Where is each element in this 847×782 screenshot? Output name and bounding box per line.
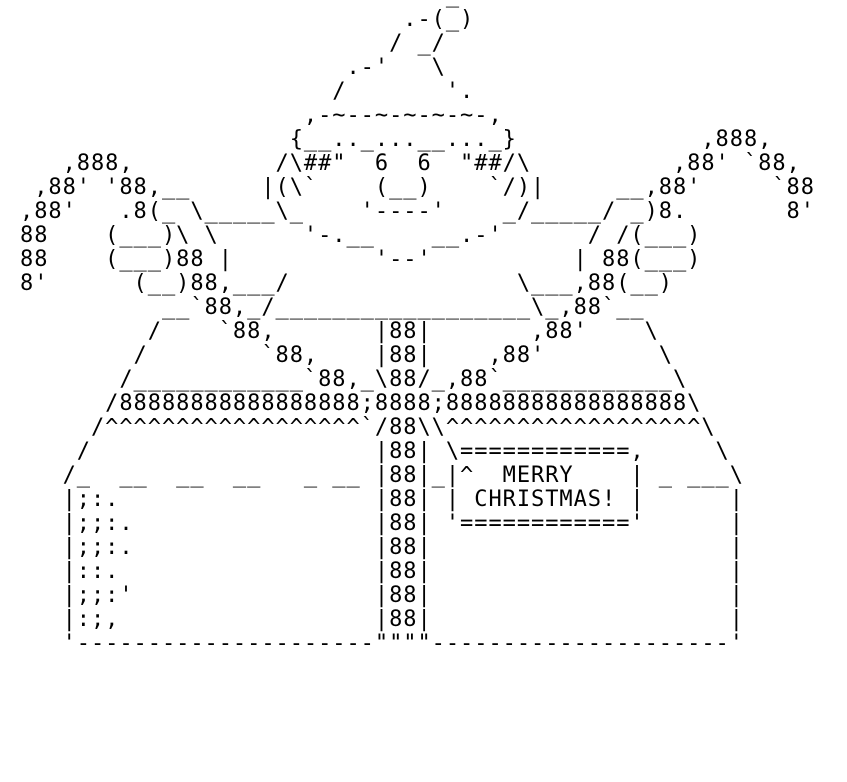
- art-line-roof-fringe: /^^^^^^^^^^^^^^^^^^`/88\\^^^^^^^^^^^^^^^…: [20, 415, 716, 440]
- art-line-sign-bottom: |;;:. |88| '============' |: [20, 511, 744, 536]
- art-line-wall: |:;, |88| |: [20, 607, 744, 632]
- art-line-sign-christmas: |;:. |88| | CHRISTMAS! | |: [20, 487, 744, 512]
- art-line-wall: |;;:. |88| |: [20, 535, 744, 560]
- art-line-hat: / _/: [20, 31, 446, 56]
- art-line-roof-band: /88888888888888888;8888;8888888888888888…: [20, 391, 702, 416]
- art-line-beard: 88 (___)88 | '--' | 88(___): [20, 247, 702, 272]
- art-line-hat-pompom: _: [20, 0, 815, 8]
- art-line-hat-pompom: .-(_): [20, 7, 475, 32]
- art-line-base: '---------------------""""--------------…: [20, 631, 744, 656]
- art-line-hat-brim: ,-~--~-~-~-~-,: [20, 103, 503, 128]
- art-line-mouth-arms: ,88' .8(_ \_____\_ '----' _/_____/ _)8. …: [20, 199, 815, 224]
- art-line-beard: 88 (___)\ \ '-.__ __.-' / /(___): [20, 223, 702, 248]
- art-line-hat-trim: {__.._...__..._} ,888,: [20, 127, 773, 152]
- art-line-wall: |;;:' |88| |: [20, 583, 744, 608]
- art-line-wall: |::. |88| |: [20, 559, 744, 584]
- art-line-eyes: ,888, /\##" 6 6 "##/\ ,88' `88,: [20, 151, 801, 176]
- art-line-sign-top: / |88| \============, \: [20, 439, 730, 464]
- art-line-hat: .-' \: [20, 55, 446, 80]
- art-line-hat: / '.: [20, 79, 475, 104]
- art-line-nose: ,88' '88,__ |(\` (__) `/)| __,88' `88: [20, 175, 815, 200]
- art-line-roof: / `88, |88| ,88' \: [20, 319, 659, 344]
- santa-ascii-art: _ .-(_) / _/ .-' \ / '. ,-~--~-~-~-~-, {…: [20, 0, 815, 656]
- art-line-roof-top: __`88,_/__________________\_,88`__: [20, 295, 645, 320]
- art-line-roof: / `88, |88| ,88' \: [20, 343, 673, 368]
- art-line-roof: /____________`88,_\88/_,88`____________\: [20, 367, 688, 392]
- art-line-sign-merry: /_ __ __ __ _ __ |88|_|^ MERRY | _ ___\: [20, 463, 744, 488]
- art-line-hands: 8' (__)88,___/ \___,88(__): [20, 271, 673, 296]
